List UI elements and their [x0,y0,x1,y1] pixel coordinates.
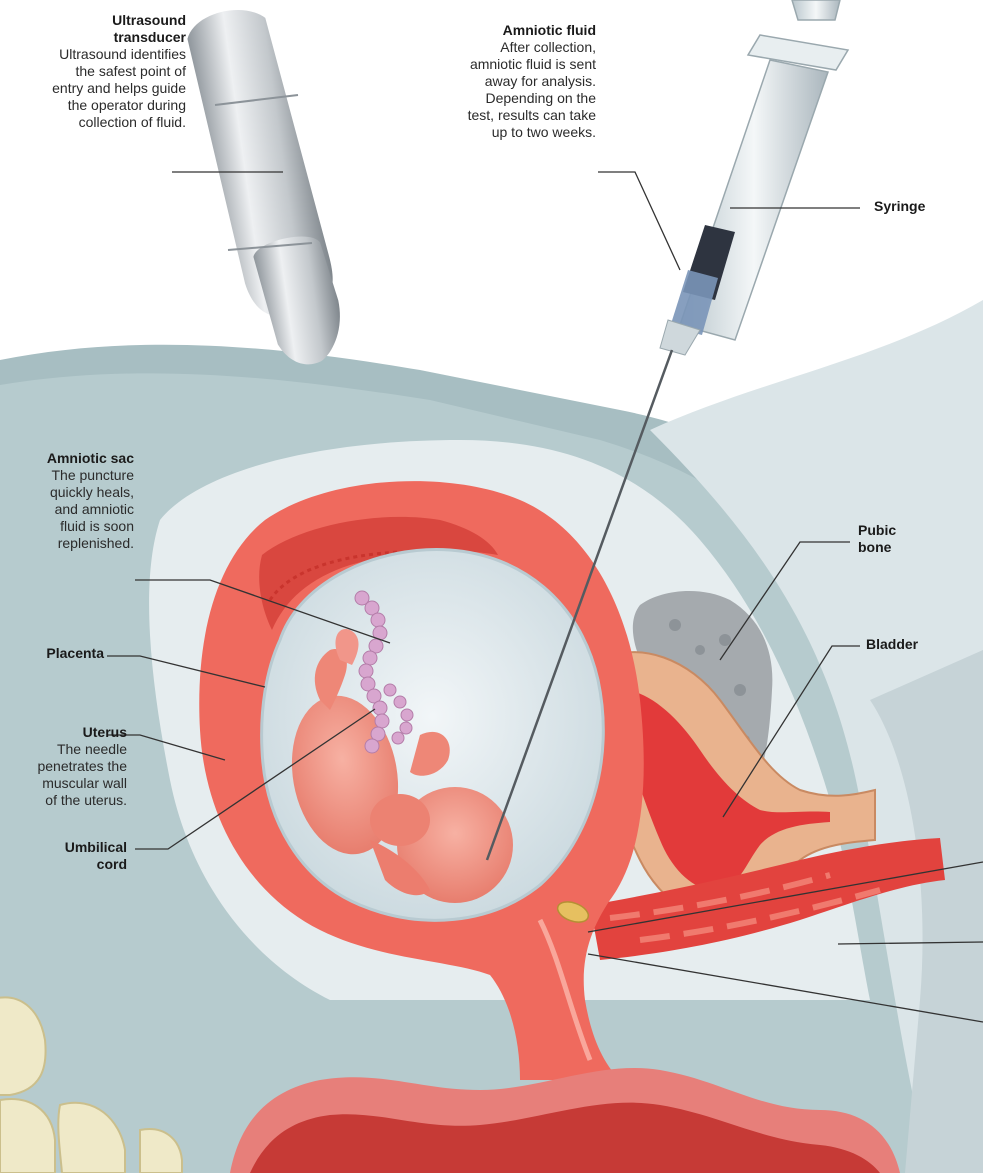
uterus-desc-4: of the uterus. [0,792,127,809]
label-amniotic-sac: Amniotic sac The puncture quickly heals,… [0,450,134,552]
ultrasound-title-1: Ultrasound [0,12,186,29]
ultrasound-desc-5: collection of fluid. [0,114,186,131]
ultrasound-title-2: transducer [0,29,186,46]
label-amniotic-fluid: Amniotic fluid After collection, amnioti… [390,22,596,141]
umbilical-cord-title-2: cord [0,856,127,873]
ultrasound-desc-3: entry and helps guide [0,80,186,97]
label-pubic-bone: Pubic bone [858,522,896,556]
amniotic-sac-desc-1: The puncture [0,467,134,484]
pubic-bone-title-1: Pubic [858,522,896,539]
amniotic-fluid-desc-1: After collection, [390,39,596,56]
label-ultrasound-transducer: Ultrasound transducer Ultrasound identif… [0,12,186,131]
amniotic-sac-desc-4: fluid is soon [0,518,134,535]
ultrasound-desc-1: Ultrasound identifies [0,46,186,63]
ultrasound-desc-2: the safest point of [0,63,186,80]
ultrasound-transducer [184,1,346,370]
amniotic-sac-desc-3: and amniotic [0,501,134,518]
ultrasound-desc-4: the operator during [0,97,186,114]
amniotic-fluid-desc-2: amniotic fluid is sent [390,56,596,73]
amniotic-fluid-desc-3: away for analysis. [390,73,596,90]
label-bladder: Bladder [866,636,918,653]
amniotic-sac-desc-5: replenished. [0,535,134,552]
label-umbilical-cord: Umbilical cord [0,839,127,873]
placenta-title: Placenta [0,645,104,662]
label-placenta: Placenta [0,645,104,662]
amniotic-sac-title: Amniotic sac [0,450,134,467]
amniotic-fluid-title: Amniotic fluid [390,22,596,39]
uterus-desc-2: penetrates the [0,758,127,775]
umbilical-cord-title-1: Umbilical [0,839,127,856]
amniotic-fluid-desc-5: test, results can take [390,107,596,124]
label-syringe: Syringe [874,198,925,215]
uterus-title: Uterus [0,724,127,741]
amniotic-fluid-desc-4: Depending on the [390,90,596,107]
label-uterus: Uterus The needle penetrates the muscula… [0,724,127,809]
pubic-bone-title-2: bone [858,539,896,556]
bladder-title: Bladder [866,636,918,653]
syringe-title: Syringe [874,198,925,215]
uterus-desc-3: muscular wall [0,775,127,792]
uterus-desc-1: The needle [0,741,127,758]
amniotic-fluid-desc-6: up to two weeks. [390,124,596,141]
amniotic-sac-desc-2: quickly heals, [0,484,134,501]
